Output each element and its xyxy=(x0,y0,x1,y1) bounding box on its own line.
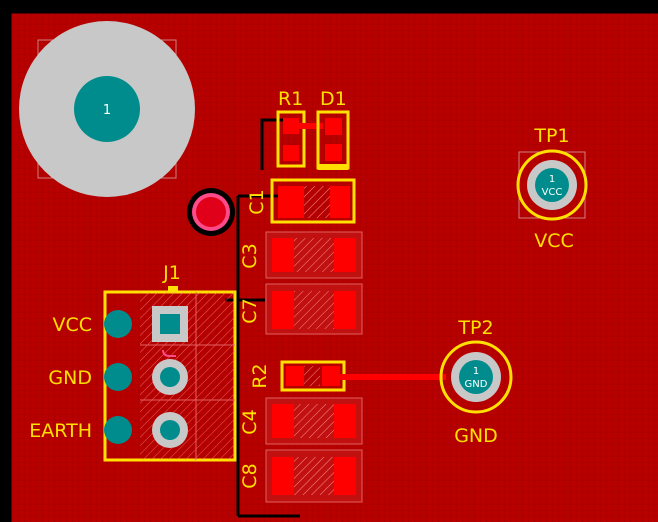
j1-net-pad-vcc[interactable] xyxy=(104,310,132,338)
j1-label-gnd: GND xyxy=(48,367,92,389)
tp2-pad-number: 1 xyxy=(473,366,479,377)
tp1-designator: TP1 xyxy=(533,125,569,147)
tp1-pad-number: 1 xyxy=(549,174,555,185)
j1-net-pad-gnd[interactable] xyxy=(104,363,132,391)
mounting-hole-pad-number: 1 xyxy=(103,103,111,118)
component-tp2[interactable]: 1 GND TP2 GND xyxy=(439,317,513,447)
c1-pad-2[interactable] xyxy=(330,186,350,218)
d1-cathode-mark xyxy=(318,164,348,170)
j1-pin1-marker xyxy=(168,286,178,292)
c4-pad-1[interactable] xyxy=(272,404,294,438)
tp1-pad-net: VCC xyxy=(542,187,563,198)
c3-pad-2[interactable] xyxy=(334,238,356,272)
via[interactable] xyxy=(187,188,235,236)
c1-silkscreen xyxy=(270,178,356,224)
d1-pad-1[interactable] xyxy=(325,118,342,135)
c7-designator: C7 xyxy=(239,298,261,323)
component-c8[interactable]: C8 xyxy=(239,449,363,503)
j1-label-vcc: VCC xyxy=(52,314,92,336)
c3-body xyxy=(294,238,334,272)
j1-designator: J1 xyxy=(162,262,181,284)
mounting-hole-drill xyxy=(74,76,140,142)
tp2-pad-net: GND xyxy=(465,379,488,390)
r2-body xyxy=(304,366,320,386)
r2-designator: R2 xyxy=(249,363,271,388)
c7-pad-2[interactable] xyxy=(334,291,356,329)
c7-body xyxy=(294,291,334,329)
c8-designator: C8 xyxy=(239,463,261,488)
c1-body xyxy=(304,186,330,218)
tp1-net-label: VCC xyxy=(534,230,574,252)
tp2-silkscreen xyxy=(439,340,513,414)
c8-pad-1[interactable] xyxy=(272,457,294,495)
d1-pad-2[interactable] xyxy=(325,144,342,161)
tp2-net-label: GND xyxy=(454,425,498,447)
c4-body xyxy=(294,404,334,438)
j1-label-earth: EARTH xyxy=(29,420,92,442)
r1-silkscreen xyxy=(276,110,306,168)
c4-designator: C4 xyxy=(239,409,261,434)
component-c4[interactable]: C4 xyxy=(239,397,363,445)
component-r2[interactable]: R2 xyxy=(249,360,346,392)
j1-net-pad-earth[interactable] xyxy=(104,416,132,444)
black-traces xyxy=(225,118,300,518)
c8-pad-2[interactable] xyxy=(334,457,356,495)
tp1-drill xyxy=(535,168,569,202)
component-d1[interactable]: D1 xyxy=(316,88,350,170)
r1-pad-2[interactable] xyxy=(283,145,299,161)
component-c7[interactable]: C7 xyxy=(239,283,363,335)
c3-pad-1[interactable] xyxy=(272,238,294,272)
tp1-silkscreen xyxy=(516,149,588,221)
j1-pad-2-drill xyxy=(160,367,180,387)
c4-pad-2[interactable] xyxy=(334,404,356,438)
tp2-drill xyxy=(459,360,493,394)
component-r1[interactable]: R1 xyxy=(276,88,306,168)
mounting-hole[interactable]: 1 xyxy=(19,21,195,197)
c3-designator: C3 xyxy=(239,243,261,268)
c1-designator: C1 xyxy=(246,189,268,214)
j1-ratsnest xyxy=(162,349,176,357)
r1-pad-1[interactable] xyxy=(283,118,299,134)
component-j1[interactable]: J1 VCC GND EARTH xyxy=(29,262,237,462)
c7-pad-1[interactable] xyxy=(272,291,294,329)
r2-pad-1[interactable] xyxy=(286,366,304,386)
d1-designator: D1 xyxy=(320,88,347,110)
via-pad[interactable] xyxy=(196,197,226,227)
component-tp1[interactable]: 1 VCC TP1 VCC xyxy=(516,125,588,252)
component-c1[interactable]: C1 xyxy=(246,178,356,224)
component-c3[interactable]: C3 xyxy=(239,231,363,279)
r2-pad-2[interactable] xyxy=(322,366,340,386)
c8-body xyxy=(294,457,334,495)
tp2-designator: TP2 xyxy=(457,317,493,339)
j1-pad-3-drill xyxy=(160,420,180,440)
j1-pad-1-drill xyxy=(160,314,180,334)
c1-pad-1[interactable] xyxy=(278,186,304,218)
r1-designator: R1 xyxy=(278,88,303,110)
